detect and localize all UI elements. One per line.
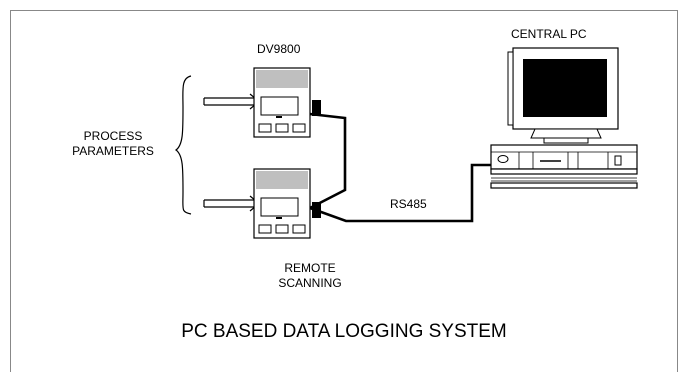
process-parameters-label: PROCESS PARAMETERS — [63, 129, 163, 159]
frame-border — [10, 10, 678, 372]
input-arrow-bottom — [203, 195, 260, 212]
parameters-brace — [174, 75, 192, 215]
dv9800-unit-bottom — [253, 168, 321, 239]
process-label-line2: PARAMETERS — [72, 144, 154, 158]
process-label-line1: PROCESS — [83, 129, 143, 143]
remote-label-line2: SCANNING — [278, 276, 342, 290]
remote-label-line1: REMOTE — [284, 261, 336, 275]
rs485-wire-daisy-chain — [309, 112, 347, 210]
device-label: DV9800 — [257, 42, 301, 56]
input-arrow-top — [203, 93, 260, 110]
remote-scanning-label: REMOTE SCANNING — [270, 261, 350, 291]
diagram-title: PC BASED DATA LOGGING SYSTEM — [181, 321, 507, 342]
rs485-label: RS485 — [390, 197, 427, 211]
dv9800-unit-top — [253, 67, 321, 138]
central-pc — [490, 47, 638, 189]
rs485-wire-to-pc — [309, 163, 504, 223]
pc-label: CENTRAL PC — [511, 27, 587, 41]
